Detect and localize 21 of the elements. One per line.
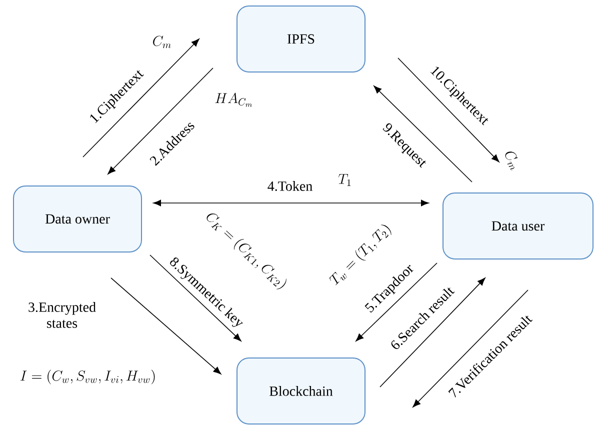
- arrow: [374, 86, 472, 182]
- formula-label: $C_m$: [505, 152, 518, 170]
- formula-label: $T_1$: [338, 174, 351, 186]
- arrow: [356, 262, 438, 342]
- arrow: [110, 278, 222, 374]
- process-box: Blockchain: [236, 357, 366, 424]
- edge-label: 4.Token: [268, 181, 312, 191]
- formula-label: $HA_{C_m}$: [215, 92, 252, 107]
- arrow: [398, 58, 500, 162]
- arrow: [380, 278, 486, 388]
- arrow: [153, 200, 429, 206]
- process-box: Data user: [442, 192, 594, 260]
- edge-label: 3.Encrypted states: [28, 302, 96, 328]
- arrow: [150, 254, 242, 342]
- arrow: [412, 290, 528, 408]
- process-box: Data owner: [13, 185, 142, 252]
- arrow: [82, 38, 200, 158]
- process-box: IPFS: [236, 6, 366, 72]
- arrow: [108, 68, 214, 174]
- formula-label: $C_m$: [153, 36, 171, 48]
- formula-label: $I = (C_w, S_{vw}, I_{vi}, H_{vw})$: [20, 370, 155, 384]
